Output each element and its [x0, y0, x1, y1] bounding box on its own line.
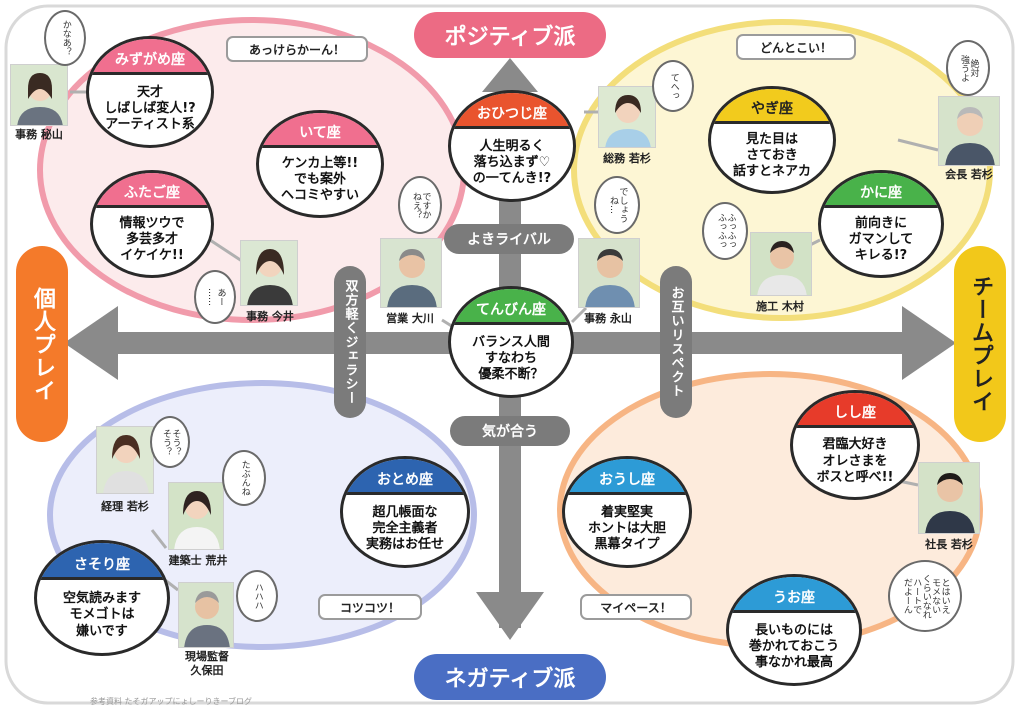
sign-title: かに座: [821, 173, 941, 208]
connectors: [70, 90, 939, 592]
person-portrait-icon: [179, 583, 233, 647]
sign-title: いて座: [259, 113, 381, 148]
person-portrait-icon: [11, 65, 67, 125]
person-portrait-icon: [599, 87, 655, 147]
group-tag-top-left: あっけらかーん！: [226, 36, 368, 62]
photo-akiyama: [10, 64, 68, 126]
photo-imai: [240, 240, 298, 306]
person-portrait-icon: [579, 239, 639, 307]
sign-oushi: おうし座 着実堅実 ホントは大胆 黒幕タイプ: [562, 456, 692, 568]
speech-bubble-nagayama: でしょう ね…: [594, 176, 640, 234]
bottom-arrowhead: [476, 592, 544, 640]
sign-description: 君臨大好き オレさまを ボスと呼べ!!: [816, 437, 894, 485]
photo-wakasugi-keiri: [96, 426, 154, 494]
sign-title: おうし座: [565, 459, 689, 496]
photo-wakasugi-shacho: [918, 462, 980, 534]
person-label-wakasugi-soumu: 総務 若杉: [603, 152, 651, 165]
speech-bubble-ookawa: ですか ねえ？: [398, 176, 442, 234]
photo-nagayama: [578, 238, 640, 308]
group-tag-bottom-right: マイペース！: [580, 594, 692, 620]
left-arrowhead: [64, 306, 118, 380]
sign-title: ふたご座: [93, 173, 211, 208]
sign-description: バランス人間 すなわち 優柔不断？: [472, 334, 550, 383]
sign-title: しし座: [793, 393, 917, 429]
speech-bubble-wakasugi-shacho: とはいえ モメない くらいなれ ハートで だよーん: [888, 560, 962, 632]
axis-label-individual-play: 個人プレイ: [16, 246, 68, 442]
sign-kani: かに座 前向きに ガマンして キレる!?: [818, 170, 944, 278]
person-portrait-icon: [751, 233, 811, 295]
sign-title: てんびん座: [451, 289, 571, 326]
person-label-wakasugi-kaicho: 会長 若杉: [945, 168, 993, 181]
footer-source: 参考資料 たそガアップにょしーりきーブログ: [90, 697, 253, 706]
sign-title: うお座: [729, 577, 859, 614]
photo-wakasugi-soumu: [598, 86, 656, 148]
person-label-kimura: 施工 木村: [756, 300, 804, 313]
person-portrait-icon: [97, 427, 153, 493]
speech-bubble-arai: たぶんね: [222, 450, 266, 506]
sign-ohitsuji: おひつじ座 人生明るく 落ち込まず♡ の一てんき!?: [448, 90, 576, 202]
sign-otome: おとめ座 超几帳面な 完全主義者 実務はお任せ: [340, 456, 470, 568]
axis-label-positive: ポジティブ派: [414, 12, 606, 58]
person-label-akiyama: 事務 秘山: [15, 128, 63, 141]
sign-ite: いて座 ケンカ上等!! でも案外 ヘコミやすい: [256, 110, 384, 218]
sign-description: ケンカ上等!! でも案外 ヘコミやすい: [280, 155, 359, 204]
sign-description: 空気読みます モメゴトは 嫌いです: [62, 591, 141, 639]
sign-description: 天才 しばしば変人!? アーティスト系: [104, 84, 196, 133]
relation-ki-ga-au: 気が合う: [450, 416, 570, 446]
sign-description: 超几帳面な 完全主義者 実務はお任せ: [365, 504, 444, 553]
sign-tenbin: てんびん座 バランス人間 すなわち 優柔不断？: [448, 286, 574, 398]
speech-bubble-kubota: ハハハ: [236, 570, 278, 622]
person-portrait-icon: [919, 463, 979, 533]
sign-description: 着実堅実 ホントは大胆 黒幕タイプ: [587, 504, 666, 553]
sign-mizugame: みずがめ座 天才 しばしば変人!? アーティスト系: [86, 36, 214, 148]
sign-title: さそり座: [37, 543, 167, 581]
photo-ookawa: [380, 238, 442, 308]
person-label-ookawa: 営業 大川: [386, 312, 434, 325]
group-tag-top-right: どんとこい！: [736, 34, 856, 60]
person-label-wakasugi-shacho: 社長 若杉: [925, 538, 973, 551]
person-portrait-icon: [169, 483, 223, 549]
relation-otagai-respect: お互いリスペクト: [660, 266, 692, 418]
sign-title: おひつじ座: [451, 93, 573, 130]
sign-title: みずがめ座: [89, 39, 211, 76]
sign-description: 人生明るく 落ち込まず♡ の一てんき!?: [472, 138, 552, 187]
person-label-nagayama: 事務 永山: [584, 312, 632, 325]
speech-bubble-wakasugi-soumu: てへっ: [652, 60, 694, 112]
sign-title: おとめ座: [343, 459, 467, 496]
sign-title: やぎ座: [711, 89, 833, 124]
speech-bubble-imai: あー ……: [194, 270, 236, 324]
sign-description: 長いものには 巻かれておこう 事なかれ最高: [748, 622, 840, 671]
person-portrait-icon: [939, 97, 999, 165]
right-arrowhead: [902, 306, 956, 380]
person-label-arai: 建築士 荒井: [168, 554, 228, 567]
sign-futago: ふたご座 情報ツウで 多芸多才 イケイケ!!: [90, 170, 214, 278]
speech-bubble-kimura: ふっふっ ふっふっ: [702, 202, 748, 260]
person-portrait-icon: [381, 239, 441, 307]
person-label-wakasugi-keiri: 経理 若杉: [101, 500, 149, 513]
sign-shishi: しし座 君臨大好き オレさまを ボスと呼べ!!: [790, 390, 920, 500]
sign-description: 情報ツウで 多芸多才 イケイケ!!: [119, 215, 185, 264]
relation-yoki-rival: よきライバル: [444, 224, 574, 254]
speech-bubble-wakasugi-kaicho: 絶対 強うよ: [946, 40, 990, 96]
sign-description: 見た目は さておき 話すとネアカ: [732, 131, 811, 180]
person-label-kubota: 現場監督 久保田: [185, 650, 229, 677]
photo-arai: [168, 482, 224, 550]
group-tag-bottom-left: コツコツ！: [318, 594, 422, 620]
person-label-imai: 事務 今井: [246, 310, 294, 323]
sign-sasori: さそり座 空気読みます モメゴトは 嫌いです: [34, 540, 170, 656]
photo-wakasugi-kaicho: [938, 96, 1000, 166]
sign-yagi: やぎ座 見た目は さておき 話すとネアカ: [708, 86, 836, 194]
sign-uo: うお座 長いものには 巻かれておこう 事なかれ最高: [726, 574, 862, 686]
speech-bubble-akiyama: かなあ？: [44, 10, 86, 66]
axis-label-team-play: チームプレイ: [954, 246, 1006, 442]
axis-label-negative: ネガティブ派: [414, 654, 606, 700]
top-arrowhead: [482, 58, 538, 92]
speech-bubble-wakasugi-keiri: そう？ そう？: [150, 416, 190, 468]
relation-soho-jealousy: 双方軽くジェラシー: [334, 266, 366, 418]
photo-kimura: [750, 232, 812, 296]
person-portrait-icon: [241, 241, 297, 305]
sign-description: 前向きに ガマンして キレる!?: [848, 215, 914, 264]
photo-kubota: [178, 582, 234, 648]
